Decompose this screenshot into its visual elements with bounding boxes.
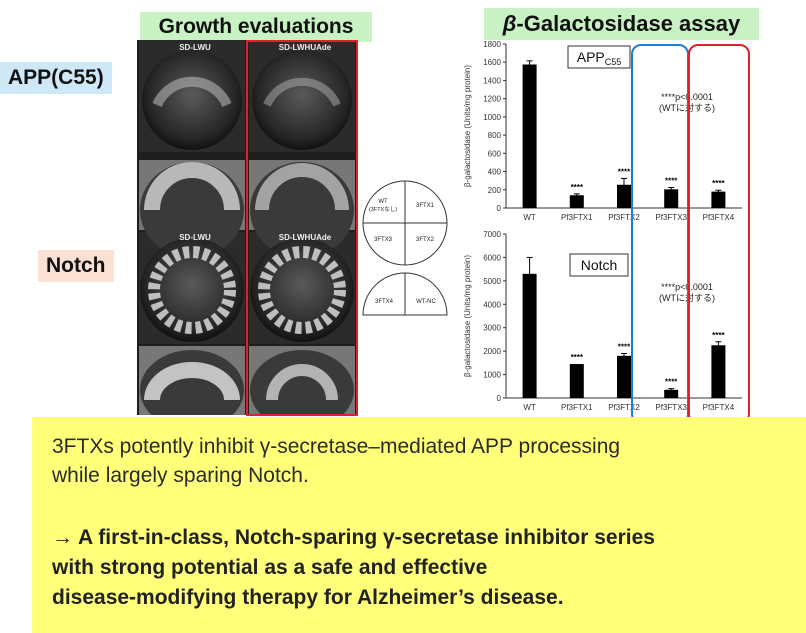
red-highlight-box-3ftx4 [688, 44, 750, 424]
bar-pf3ftx4 [711, 191, 726, 208]
y-tick-label: 400 [488, 168, 502, 177]
assay-title-text: -Galactosidase assay [516, 11, 741, 36]
red-highlight-box-plates [246, 40, 358, 416]
bar-pf3ftx2 [617, 184, 631, 208]
bar-pf3ftx3 [664, 189, 679, 208]
plate-map-3ftx2: 3FTX2 [416, 237, 435, 243]
summary-line-1: 3FTXs potently inhibit γ-secretase–media… [52, 435, 621, 458]
y-tick-label: 800 [488, 131, 502, 140]
plate-map-wt-sub: (3FTXなし) [369, 206, 397, 213]
app-c55-bar-chart: 0 200 400 600 800 1000 1200 1400 1600 1800 β-galac… [463, 40, 742, 222]
y-tick-label: 1200 [483, 95, 501, 104]
y-tick-label: 0 [497, 394, 502, 403]
col-label-sd-lwu-bottom: SD-LWU [179, 233, 211, 242]
y-tick-label: 1400 [483, 76, 501, 85]
bar-pf3ftx2 [617, 355, 631, 398]
plate-map-schematic: WT (3FTXなし) 3FTX1 3FTX3 3FTX2 3FTX4 WT-N… [362, 180, 448, 316]
y-tick-label: 0 [497, 204, 502, 213]
x-tick-label: Pf3FTX3 [655, 403, 687, 412]
y-axis-label: β-galactosidase (Units/mg protein) [463, 65, 472, 187]
significance-label: **** [712, 179, 725, 188]
summary-line-2: while largely sparing Notch. [52, 464, 309, 487]
y-tick-label: 7000 [483, 230, 501, 239]
summary-bold-line-2: with strong potential as a safe and effe… [52, 556, 488, 579]
x-tick-label: WT [523, 213, 536, 222]
chart-title-box [567, 45, 631, 69]
y-tick-label: 1800 [483, 40, 501, 49]
galactosidase-assay-header: β-Galactosidase assay [484, 8, 759, 40]
y-tick-label: 2000 [483, 347, 501, 356]
beta-symbol: β [502, 11, 517, 36]
significance-label: **** [665, 177, 678, 186]
plate-map-3ftx3: 3FTX3 [374, 237, 393, 243]
chart-title: APPC55 [577, 49, 622, 67]
significance-label: **** [571, 183, 584, 192]
notch-label: Notch [38, 250, 114, 282]
summary-box: 3FTXs potently inhibit γ-secretase–media… [32, 417, 806, 633]
y-tick-label: 5000 [483, 277, 501, 286]
significance-label: **** [665, 378, 678, 387]
summary-bold-line-3: disease-modifying therapy for Alzheimer’… [52, 586, 564, 609]
y-tick-label: 1000 [483, 371, 501, 380]
y-tick-label: 6000 [483, 253, 501, 262]
chart-title: Notch [581, 257, 618, 273]
blue-highlight-box-3ftx3 [631, 44, 689, 424]
bar-pf3ftx1 [569, 195, 584, 208]
bar-pf3ftx3 [664, 389, 679, 398]
plate-map-3ftx1: 3FTX1 [416, 203, 435, 209]
app-c55-label: APP(C55) [0, 62, 112, 94]
y-axis-label: β-galactosidase (Units/mg protein) [463, 255, 472, 377]
significance-label: **** [618, 342, 631, 351]
y-tick-label: 1000 [483, 113, 501, 122]
plate-map-wt: WT [378, 199, 388, 205]
significance-label: **** [618, 167, 631, 176]
x-tick-label: WT [523, 403, 536, 412]
bar-pf3ftx1 [569, 364, 584, 398]
y-tick-label: 1600 [483, 58, 501, 67]
col-label-sd-lwu-top: SD-LWU [179, 43, 211, 52]
x-tick-label: Pf3FTX1 [561, 403, 593, 412]
y-tick-label: 3000 [483, 324, 501, 333]
y-tick-label: 200 [488, 186, 502, 195]
x-tick-label: Pf3FTX2 [608, 403, 640, 412]
bar-wt [522, 273, 537, 398]
chart-title-box [569, 253, 629, 277]
significance-label: **** [712, 331, 725, 340]
col-label-sd-lwhuade-bottom: SD-LWHUAde [278, 233, 332, 242]
col-label-sd-lwhuade-top: SD-LWHUAde [278, 43, 332, 52]
growth-evaluations-header: Growth evaluations [140, 12, 372, 42]
significance-label: **** [571, 353, 584, 362]
x-tick-label: Pf3FTX3 [655, 213, 687, 222]
y-tick-label: 600 [488, 149, 502, 158]
bar-pf3ftx4 [711, 345, 726, 398]
x-tick-label: Pf3FTX1 [561, 213, 593, 222]
y-tick-label: 4000 [483, 300, 501, 309]
bar-wt [522, 64, 537, 208]
notch-bar-chart: 0 1000 2000 3000 4000 5000 6000 7000 β-galactosi… [463, 230, 742, 412]
x-tick-label: Pf3FTX4 [703, 213, 735, 222]
plate-map-3ftx4: 3FTX4 [375, 299, 394, 305]
x-tick-label: Pf3FTX4 [703, 403, 735, 412]
x-tick-label: Pf3FTX2 [608, 213, 640, 222]
plate-map-wt-nc: WT-NC [416, 299, 436, 305]
summary-bold-line-1: → A first-in-class, Notch-sparing γ-secr… [52, 526, 655, 549]
